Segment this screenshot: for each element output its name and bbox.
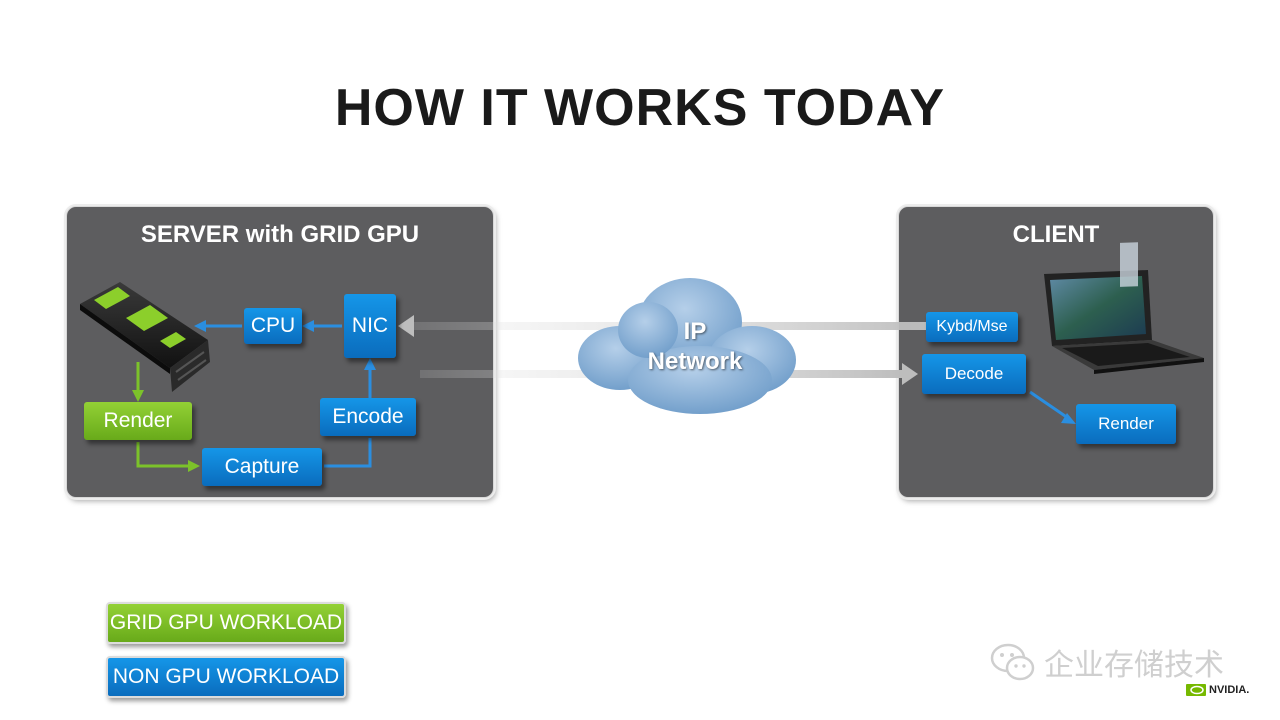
client-title: CLIENT: [1012, 221, 1100, 248]
legend-non-gpu-workload: NON GPU WORKLOAD: [106, 656, 346, 698]
server-blue-connectors: [204, 324, 372, 468]
decode-box: Decode: [922, 354, 1026, 394]
laptop-icon: [1044, 242, 1204, 374]
watermark-text: 企业存储技术: [1044, 649, 1224, 682]
client-render-box: Render: [1076, 404, 1176, 444]
nvidia-logo: NVIDIA.: [1186, 684, 1249, 696]
encode-box: Encode: [320, 398, 416, 436]
cloud-icon: [578, 278, 796, 414]
nic-box: NIC: [344, 294, 396, 358]
cpu-box: CPU: [244, 308, 302, 344]
wechat-icon: [990, 643, 1035, 681]
ip-label: IP: [683, 318, 707, 345]
render-box: Render: [84, 402, 192, 440]
keyboard-mouse-box: Kybd/Mse: [926, 312, 1018, 342]
nvidia-wordmark: NVIDIA.: [1209, 684, 1250, 696]
network-label: Network: [647, 348, 743, 375]
page-title: HOW IT WORKS TODAY: [334, 79, 946, 137]
client-connector: [1029, 390, 1069, 420]
gpu-card-icon: [80, 282, 210, 392]
capture-box: Capture: [202, 448, 322, 486]
legend-gpu-workload: GRID GPU WORKLOAD: [106, 602, 346, 644]
watermark: 企业存储技术: [990, 640, 1224, 684]
nvidia-eye-icon: [1186, 684, 1206, 696]
server-title: SERVER with GRID GPU: [140, 221, 420, 248]
